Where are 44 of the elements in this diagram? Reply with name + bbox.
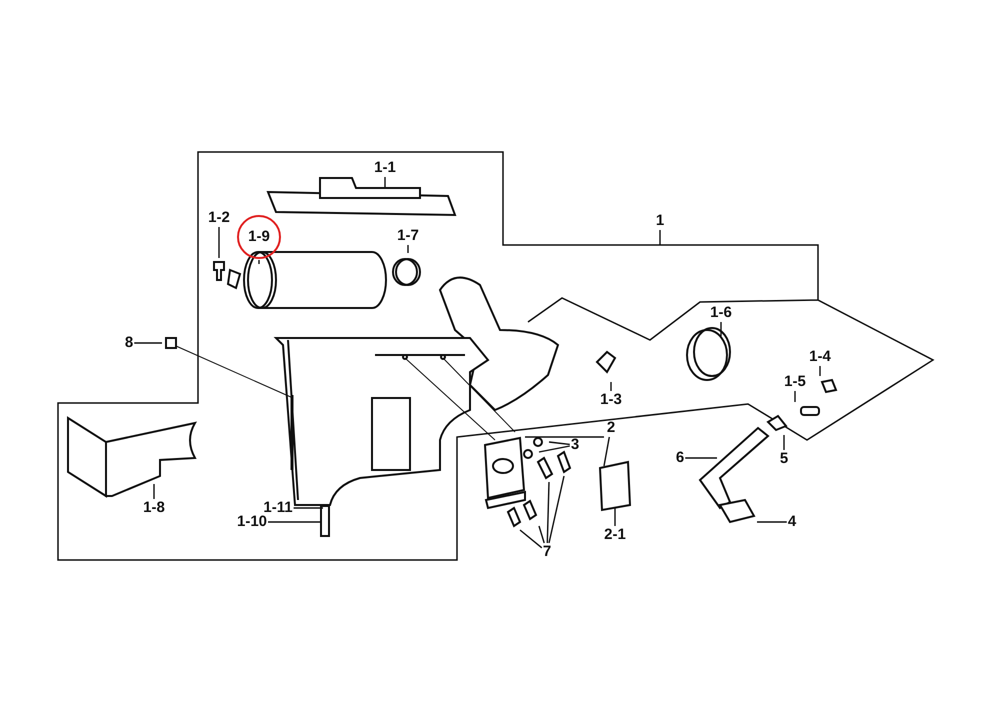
callout-number: 1 [656, 213, 664, 229]
leader-line [538, 445, 570, 453]
leader-line [610, 382, 612, 391]
leader-line [548, 441, 570, 446]
leader-line [685, 457, 717, 459]
leader-line [819, 366, 821, 376]
leader-line [603, 436, 610, 466]
callout-number: 1-8 [143, 500, 165, 516]
leader-line [794, 391, 796, 402]
leader-line [258, 260, 260, 264]
callout-number: 7 [542, 544, 552, 560]
callout-number: 8 [124, 335, 134, 351]
circled-callout-number: 1-9 [237, 215, 281, 259]
leader-line [538, 526, 545, 544]
callout-number: 2-1 [604, 527, 626, 543]
leader-line [783, 435, 785, 450]
callout-number: 6 [676, 450, 684, 466]
callout-number: 1-10 [236, 514, 268, 530]
callout-number: 1-7 [397, 228, 419, 244]
leader-line [520, 529, 542, 548]
leader-line [153, 484, 155, 499]
leader-line [407, 245, 409, 253]
leader-line [384, 177, 386, 188]
callout-number: 1-4 [809, 349, 831, 365]
callout-number: 1-11 [263, 500, 293, 516]
leader-line [294, 507, 323, 509]
leader-line [720, 322, 722, 336]
leader-line [757, 521, 787, 523]
callout-number: 4 [788, 514, 796, 530]
callout-number: 3 [570, 437, 580, 453]
leader-line [134, 342, 162, 344]
callout-number: 5 [780, 451, 788, 467]
callout-number: 1-2 [208, 210, 230, 226]
callout-number: 1-1 [374, 160, 396, 176]
callout-number: 1-3 [600, 392, 622, 408]
leader-line [218, 227, 220, 258]
callout-number: 1-6 [710, 305, 732, 321]
callout-number: 2 [606, 420, 616, 436]
leader-line [659, 230, 661, 245]
leader-line [546, 482, 550, 544]
leader-line [614, 508, 616, 526]
leader-line [548, 476, 565, 544]
callout-number: 1-5 [784, 374, 806, 390]
leader-line [268, 521, 320, 523]
